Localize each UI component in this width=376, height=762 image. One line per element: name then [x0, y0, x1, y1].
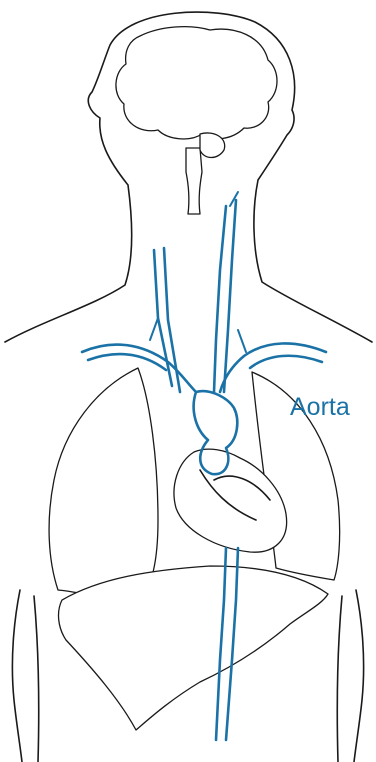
- left-jugular-vein: [214, 206, 226, 392]
- left-carotid-artery: [224, 200, 236, 392]
- left-arm-side: [34, 596, 39, 762]
- left-vertebral-branch: [238, 330, 246, 352]
- right-arm-inner: [354, 590, 364, 762]
- right-carotid-artery: [154, 250, 172, 386]
- left-subclavian-vessel-lower: [250, 356, 322, 368]
- liver: [59, 566, 328, 730]
- right-lung: [49, 368, 158, 600]
- right-subclavian-vessel-lower: [88, 354, 166, 370]
- left-arm-inner: [12, 590, 22, 762]
- brainstem: [186, 148, 202, 214]
- right-vertebral-branch: [150, 318, 158, 340]
- brain: [116, 27, 277, 139]
- aorta-label: Aorta: [290, 392, 350, 422]
- right-arm-side: [337, 596, 342, 762]
